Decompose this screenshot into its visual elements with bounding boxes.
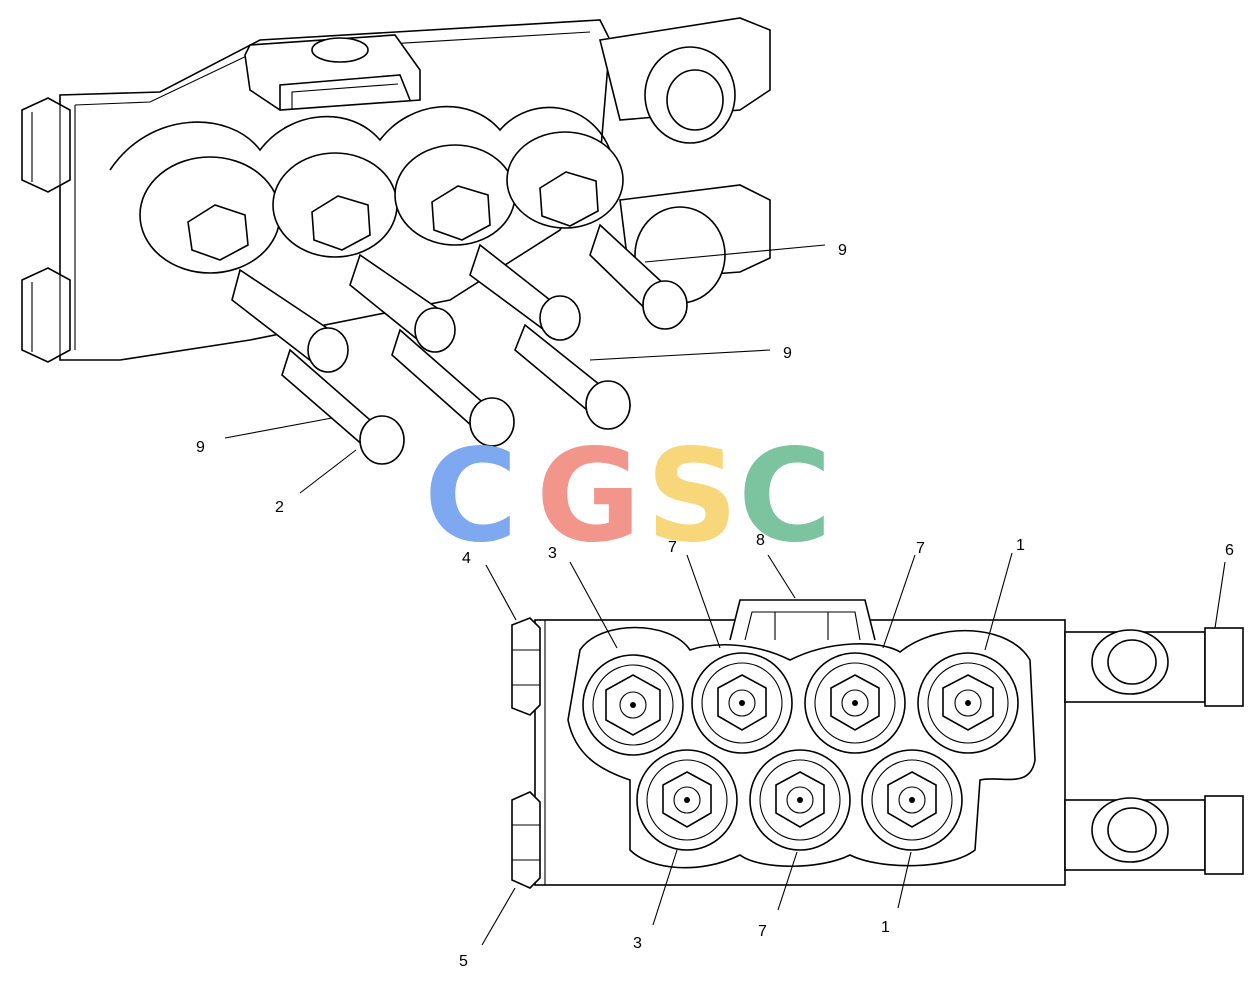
callout-9-middle: 9 (783, 345, 792, 362)
callout-3-bottom: 3 (633, 935, 642, 952)
valve-body-isometric (21, 17, 826, 494)
callout-4: 4 (462, 550, 471, 567)
callout-2: 2 (275, 499, 284, 516)
lower-stems (281, 323, 632, 465)
watermark-logo: C G S C (424, 422, 832, 571)
callout-7-top-right: 7 (916, 540, 925, 557)
watermark-letter-1: C (424, 422, 518, 571)
upper-stems (139, 131, 688, 373)
callout-8: 8 (756, 532, 765, 549)
front-upper-ports (582, 652, 1019, 756)
callout-1-bottom: 1 (881, 919, 890, 936)
callout-7-top-left: 7 (668, 539, 677, 556)
callout-5: 5 (459, 953, 468, 970)
front-lower-ports (636, 749, 963, 851)
callout-6: 6 (1225, 542, 1234, 559)
callout-9-top: 9 (838, 242, 847, 259)
callout-9-left: 9 (196, 439, 205, 456)
callout-3-top: 3 (548, 545, 557, 562)
callout-1-top: 1 (1016, 537, 1025, 554)
watermark-letter-3: S (646, 422, 738, 571)
watermark-letter-4: C (738, 422, 832, 571)
watermark-letter-2: G (536, 422, 641, 571)
valve-body-front (481, 552, 1244, 946)
callout-7-bottom: 7 (758, 923, 767, 940)
callout-labels: 9 9 9 2 4 3 7 8 7 1 6 5 3 7 1 (196, 242, 1234, 970)
